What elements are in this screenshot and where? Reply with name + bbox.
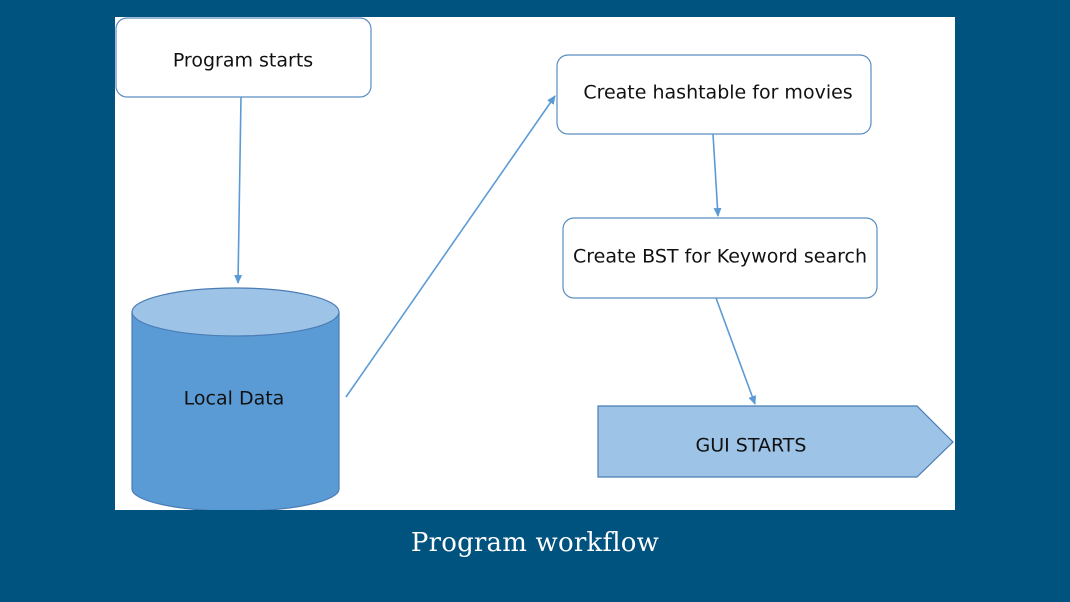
- gui-starts-label: GUI STARTS: [696, 435, 807, 457]
- hashtable-node: Create hashtable for movies: [556, 54, 872, 135]
- local-data-cylinder: Local Data: [131, 287, 340, 510]
- local-data-label: Local Data: [184, 388, 285, 410]
- diagram-canvas: Program starts Local Data Create hashtab…: [115, 17, 955, 510]
- bst-label: Create BST for Keyword search: [573, 246, 867, 268]
- arrow-data-to-hashtable: [345, 95, 556, 398]
- arrow-hashtable-to-bst: [712, 133, 722, 217]
- arrow-start-to-data: [234, 96, 243, 284]
- bst-node: Create BST for Keyword search: [562, 217, 878, 299]
- program-start-node: Program starts: [115, 17, 372, 98]
- hashtable-label: Create hashtable for movies: [583, 82, 852, 104]
- workflow-diagram: Program starts Local Data Create hashtab…: [115, 17, 954, 510]
- arrow-bst-to-gui: [715, 297, 756, 405]
- program-start-label: Program starts: [173, 50, 313, 72]
- gui-starts-node: GUI STARTS: [597, 405, 954, 478]
- slide-caption: Program workflow: [410, 528, 660, 558]
